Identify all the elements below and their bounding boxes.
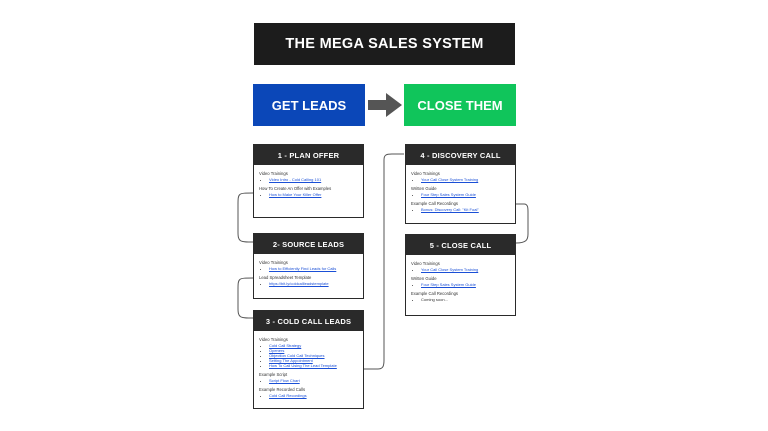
section-title: Video Trainings <box>259 171 288 176</box>
section-title: Example Recorded Calls <box>259 387 306 392</box>
section-title: Video Trainings <box>259 337 288 342</box>
cold-call-strategy-link[interactable]: Cold Call Strategy <box>269 343 302 348</box>
connector-cold-to-discovery <box>362 153 404 370</box>
cold-call-leads-card: 3 - COLD CALL LEADS Video Trainings Cold… <box>253 310 364 409</box>
section-title: Written Guide <box>411 276 437 281</box>
list-item: Objection Cold Call Techniques <box>269 353 357 358</box>
objection-techniques-link[interactable]: Objection Cold Call Techniques <box>269 353 325 358</box>
cold-call-recordings-link[interactable]: Cold Call Recordings <box>269 393 307 398</box>
lead-template-link[interactable]: https://bit.ly/coldcallleadstemplate <box>269 281 329 286</box>
card-title: 2- SOURCE LEADS <box>254 234 363 254</box>
get-leads-badge: GET LEADS <box>253 84 365 126</box>
script-flow-chart-link[interactable]: Script Flow Chart <box>269 378 300 383</box>
plan-offer-card: 1 - PLAN OFFER Video Trainings Video Int… <box>253 144 364 218</box>
setting-appointment-link[interactable]: Setting The Appointment <box>269 358 313 363</box>
discovery-recording-link[interactable]: Bonus: Discovery Call: "Kit Foal" <box>421 207 479 212</box>
list-item: https://bit.ly/coldcallleadstemplate <box>269 281 357 286</box>
list-item: Your Call Close System Training <box>421 177 509 182</box>
section-title: Example Call Recordings <box>411 201 459 206</box>
card-title: 1 - PLAN OFFER <box>254 145 363 165</box>
section-title: Video Trainings <box>411 171 440 176</box>
four-step-guide-link[interactable]: Four Step Sales System Guide <box>421 282 476 287</box>
section-title: Lead Spreadsheet Template <box>259 275 312 280</box>
list-item: Script Flow Chart <box>269 378 357 383</box>
list-item: Cold Call Recordings <box>269 393 357 398</box>
find-leads-link[interactable]: How to Efficiently Find Leads for Calls <box>269 266 337 271</box>
list-item: Four Step Sales System Guide <box>421 192 509 197</box>
card-title: 3 - COLD CALL LEADS <box>254 311 363 331</box>
four-step-guide-link[interactable]: Four Step Sales System Guide <box>421 192 476 197</box>
connector-discovery-to-close <box>515 203 529 244</box>
lead-template-call-link[interactable]: How To Call Using The Lead Template <box>269 363 337 368</box>
card-title: 4 - DISCOVERY CALL <box>406 145 515 165</box>
close-them-badge: CLOSE THEM <box>404 84 516 126</box>
page-title: THE MEGA SALES SYSTEM <box>254 23 515 65</box>
card-title: 5 - CLOSE CALL <box>406 235 515 255</box>
list-item: Your Call Close System Training <box>421 267 509 272</box>
connector-source-to-cold <box>237 277 254 319</box>
list-item: Video Intro - Cold Calling 101 <box>269 177 357 182</box>
section-title: How To Create An Offer with Examples <box>259 186 332 191</box>
list-item: How to Make Your Killer Offer <box>269 192 357 197</box>
close-call-card: 5 - CLOSE CALL Video Trainings Your Call… <box>405 234 516 316</box>
call-close-training-link[interactable]: Your Call Close System Training <box>421 177 479 182</box>
list-item: Coming soon... <box>421 297 509 302</box>
list-item: How To Call Using The Lead Template <box>269 363 357 368</box>
openers-link[interactable]: Openers <box>269 348 285 353</box>
section-title: Written Guide <box>411 186 437 191</box>
arrow-right-icon <box>368 93 402 117</box>
section-title: Video Trainings <box>411 261 440 266</box>
discovery-call-card: 4 - DISCOVERY CALL Video Trainings Your … <box>405 144 516 224</box>
section-title: Example Script <box>259 372 288 377</box>
video-intro-link[interactable]: Video Intro - Cold Calling 101 <box>269 177 322 182</box>
killer-offer-link[interactable]: How to Make Your Killer Offer <box>269 192 322 197</box>
list-item: How to Efficiently Find Leads for Calls <box>269 266 357 271</box>
section-title: Video Trainings <box>259 260 288 265</box>
list-item: Setting The Appointment <box>269 358 357 363</box>
source-leads-card: 2- SOURCE LEADS Video Trainings How to E… <box>253 233 364 299</box>
list-item: Openers <box>269 348 357 353</box>
list-item: Cold Call Strategy <box>269 343 357 348</box>
coming-soon-text: Coming soon... <box>421 297 448 302</box>
section-title: Example Call Recordings <box>411 291 459 296</box>
call-close-training-link[interactable]: Your Call Close System Training <box>421 267 479 272</box>
list-item: Bonus: Discovery Call: "Kit Foal" <box>421 207 509 212</box>
connector-plan-to-source <box>237 192 254 243</box>
list-item: Four Step Sales System Guide <box>421 282 509 287</box>
